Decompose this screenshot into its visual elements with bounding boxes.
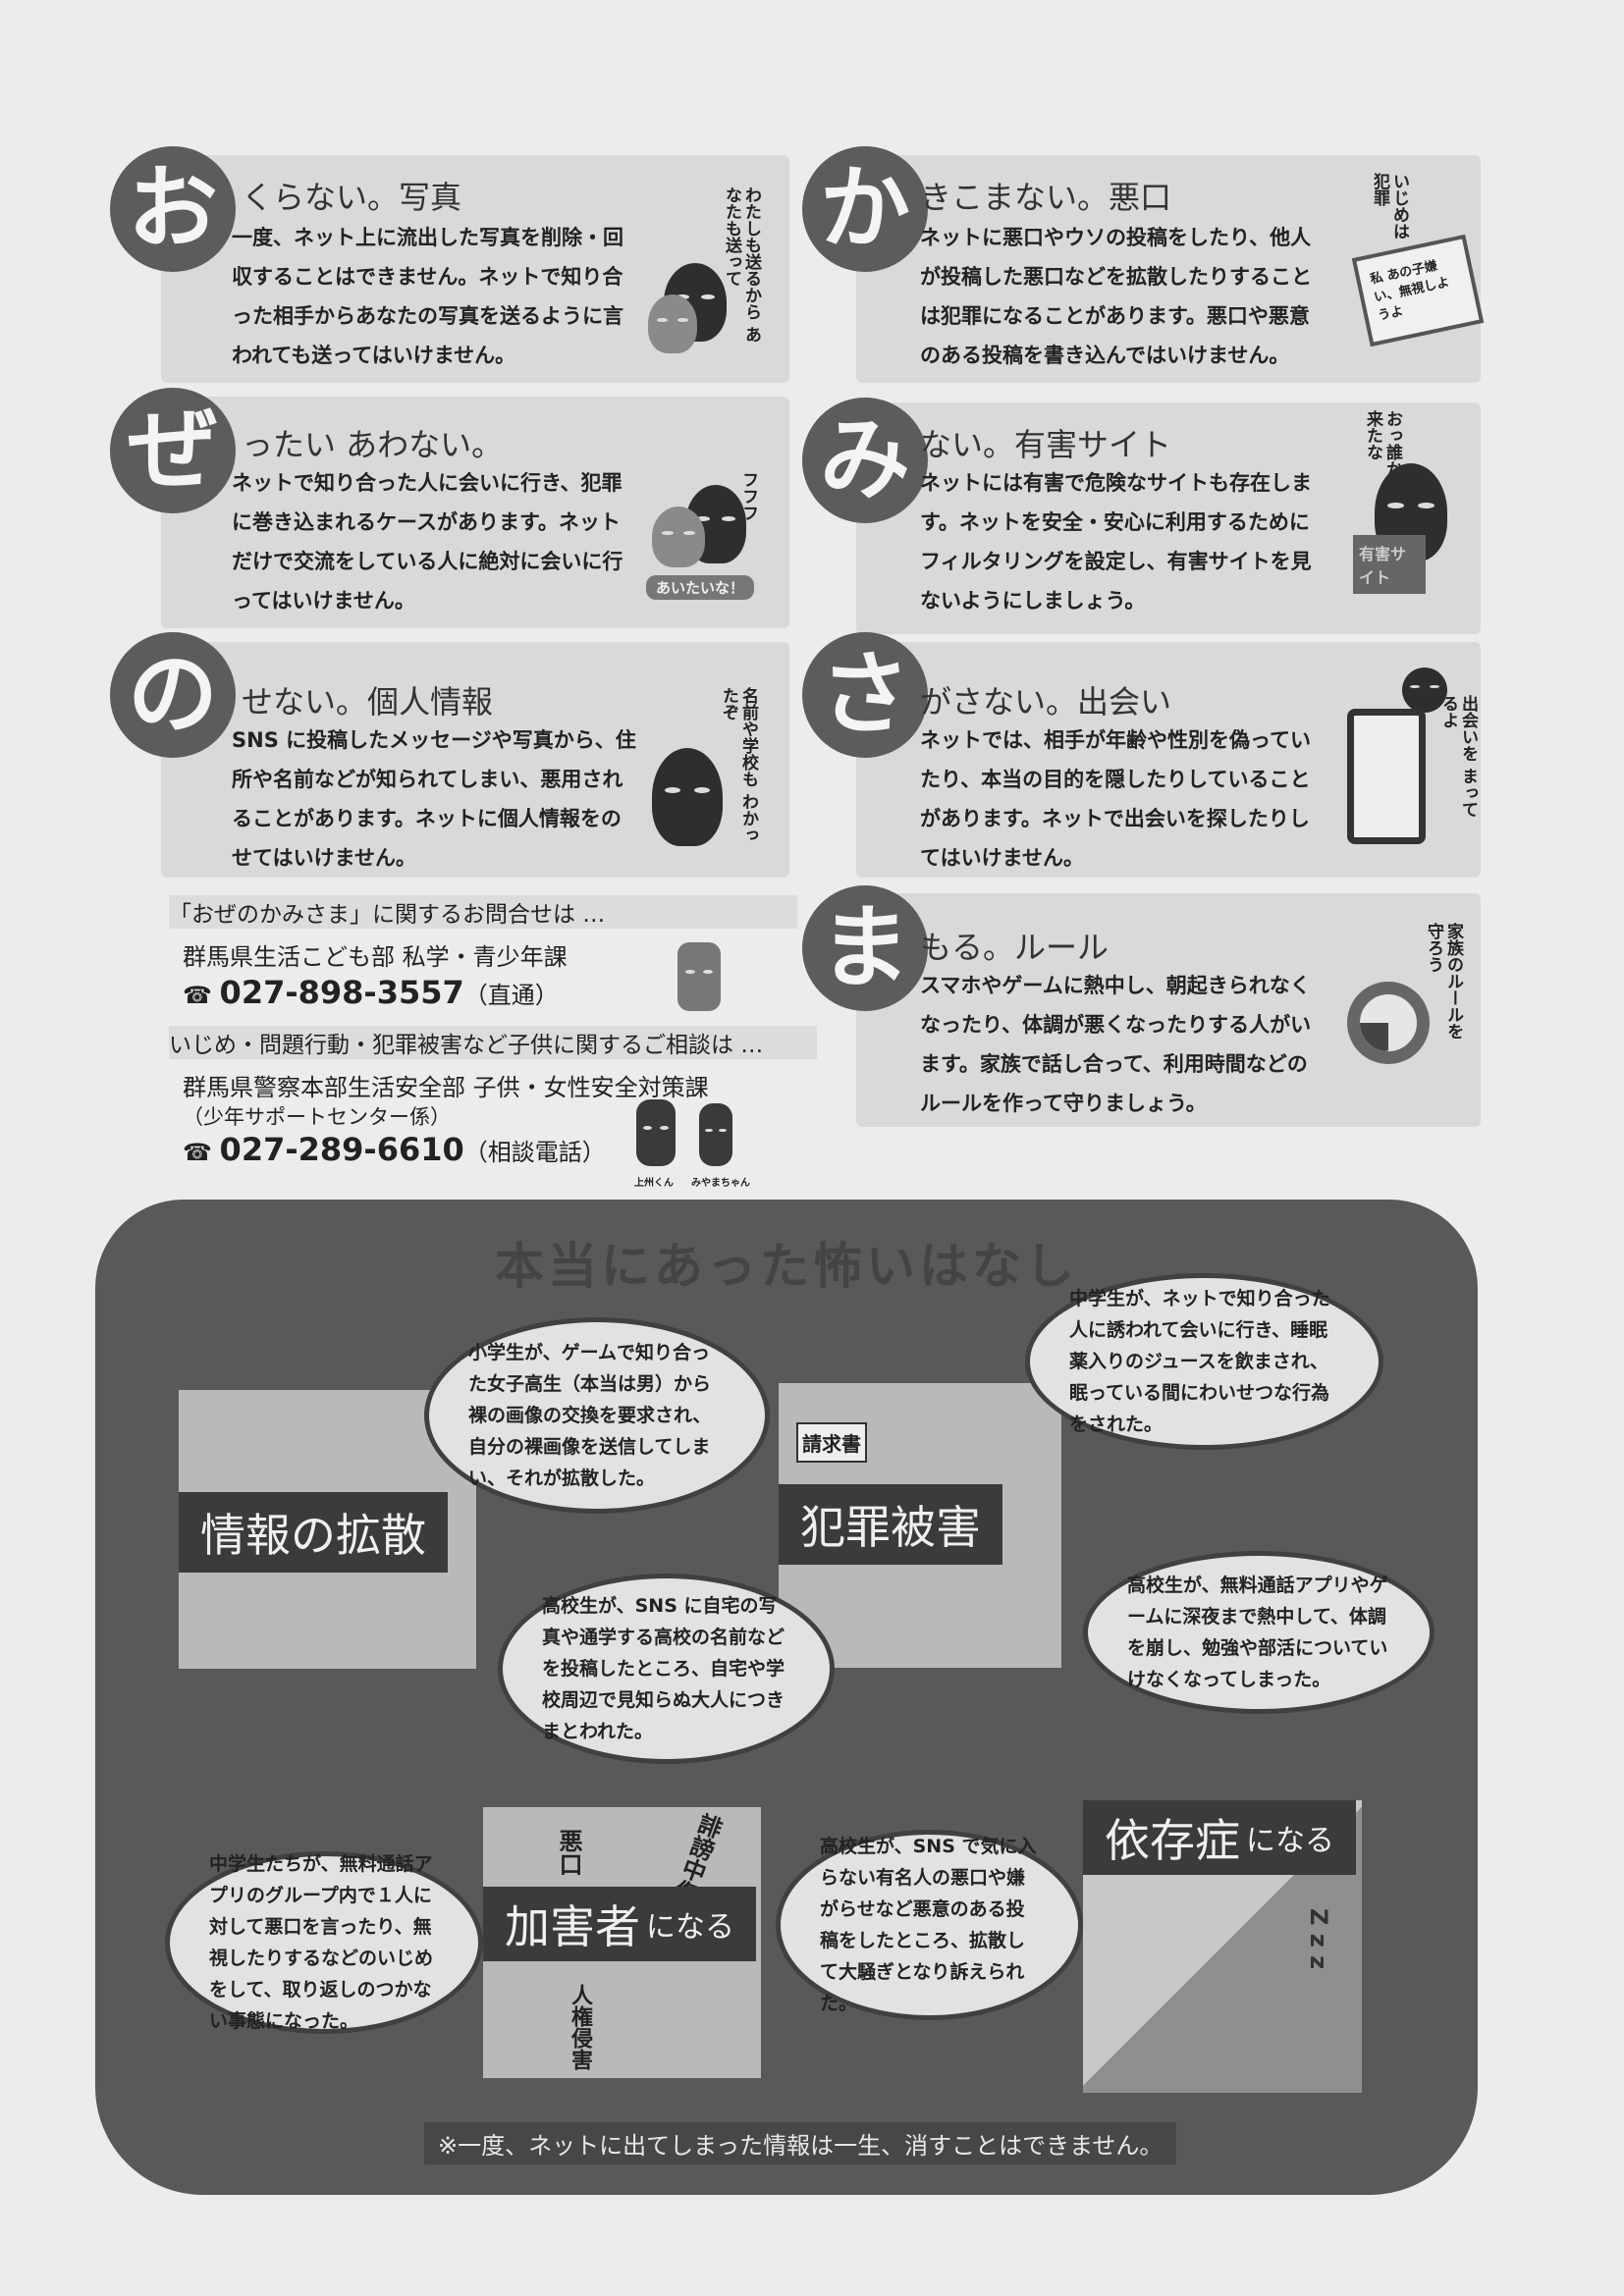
story-bubble: 高校生が、無料通話アプリやゲームに深夜まで熱中して、体調を崩し、勉強や部活につい… (1083, 1551, 1435, 1714)
phone-icon (1347, 709, 1426, 844)
clock-icon: 12 6 (1347, 982, 1430, 1064)
card-body: ネットには有害で危険なサイトも存在します。ネットを安全・安心に利用するためにフィ… (920, 471, 1312, 613)
tel-number[interactable]: 027-898-3557 (219, 974, 464, 1011)
story-text: 小学生が、ゲームで知り合った女子高生（本当は男）から裸の画像の交換を要求され、自… (468, 1342, 712, 1489)
story-text: 高校生が、無料通話アプリやゲームに深夜まで熱中して、体調を崩し、勉強や部活につい… (1127, 1575, 1388, 1690)
initial-badge: み (802, 398, 928, 523)
prop-label: 悪口 (555, 1829, 582, 1876)
stories-title: 本当にあった怖いはなし (495, 1238, 1078, 1295)
speech-caption: おっ誰か 来たな (1363, 410, 1402, 477)
police-mascot-icon (636, 1099, 676, 1166)
card-heading: くらない。写真 (242, 179, 462, 216)
card-body: ネットに悪口やウソの投稿をしたり、他人が投稿した悪口などを拡散したりすることは犯… (920, 226, 1312, 367)
contact-org-2-sub: （少年サポートセンター係） (183, 1105, 451, 1129)
tel-note: （直通） (463, 982, 559, 1009)
card-body: ネットでは、相手が年齢や性別を偽っていたり、本当の目的を隠したりしていることがあ… (920, 728, 1311, 870)
card-heading: もる。ルール (920, 929, 1110, 966)
contact-tel-1[interactable]: ☎ 027-898-3557（直通） (183, 974, 559, 1011)
tel-number[interactable]: 027-289-6610 (219, 1131, 464, 1168)
girl-figure-icon (648, 294, 697, 353)
section-label-suffix: になる (1246, 1824, 1334, 1858)
contact-intro-1: 「おぜのかみさま」に関するお問合せは … (169, 895, 797, 929)
speech-caption: わたしも送るから あなたも送って (722, 187, 761, 343)
contact-intro-2: いじめ・問題行動・犯罪被害など子供に関するご相談は … (169, 1026, 817, 1059)
contact-tel-2[interactable]: ☎ 027-289-6610（相談電話） (183, 1131, 606, 1168)
invoice-label: 請求書 (796, 1422, 867, 1463)
initial-badge: ま (802, 885, 928, 1011)
story-text: 高校生が、SNS で気に入らない有名人の悪口や嫌がらせなど悪意のある投稿をしたと… (820, 1836, 1037, 2014)
speech-caption: いじめは 犯罪 (1370, 173, 1409, 240)
speech-caption: 家族のルールを 守ろう (1424, 923, 1463, 1040)
card-body: 一度、ネット上に流出した写真を削除・回収することはできません。ネットで知り合った… (232, 226, 623, 367)
mascot-name: 上州くん (634, 1178, 674, 1189)
story-bubble: 中学生たちが、無料通話アプリのグループ内で１人に対して悪口を言ったり、無視したり… (165, 1851, 483, 2034)
section-label-addiction: 依存症になる (1083, 1800, 1356, 1875)
initial-badge: お (110, 146, 236, 272)
card-body: SNS に投稿したメッセージや写真から、住所や名前などが知られてしまい、悪用され… (232, 728, 636, 870)
stranger-figure-icon (652, 748, 723, 846)
stranger-figure-icon (1402, 667, 1447, 713)
initial-badge: ぜ (110, 388, 236, 513)
police-mascot-icon (699, 1103, 732, 1166)
card-heading: ない。有害サイト (920, 426, 1172, 463)
clock-label: 12 (1380, 982, 1393, 992)
story-bubble: 高校生が、SNS で気に入らない有名人の悪口や嫌がらせなど悪意のある投稿をしたと… (776, 1830, 1083, 2020)
footer-note: ※一度、ネットに出てしまった情報は一生、消すことはできません。 (424, 2122, 1177, 2164)
story-text: 中学生たちが、無料通話アプリのグループ内で１人に対して悪口を言ったり、無視したり… (209, 1853, 434, 2032)
contact-org-2: 群馬県警察本部生活安全部 子供・女性安全対策課 (183, 1074, 709, 1101)
sleep-zzz: Z z z (1305, 1908, 1332, 1970)
speech-caption: 出会いを まってるよ (1438, 695, 1478, 818)
initial-badge: の (110, 632, 236, 758)
speech-caption: 名前や学校も わかったぞ (719, 687, 758, 843)
section-label-text: 情報の拡散 (200, 1509, 426, 1562)
story-bubble: 高校生が、SNS に自宅の写真や通学する高校の名前などを投稿したところ、自宅や学… (498, 1574, 835, 1764)
card-heading: がさない。出会い (920, 683, 1172, 721)
phone-icon: ☎ (183, 982, 212, 1009)
section-label-suffix: になる (646, 1910, 734, 1945)
card-body: スマホやゲームに熱中し、朝起きられなくなったり、体調が悪くなったりする人がいます… (920, 974, 1312, 1115)
section-label-perpetrator: 加害者になる (483, 1887, 756, 1961)
story-text: 中学生が、ネットで知り合った人に誘われて会いに行き、睡眠薬入りのジュースを飲まさ… (1069, 1288, 1330, 1435)
clock-label: 6 (1384, 1049, 1391, 1060)
mascot-icon (677, 942, 721, 1011)
section-label-text: 加害者 (505, 1900, 640, 1953)
mascot-name: みやまちゃん (691, 1178, 750, 1189)
section-label-info-spread: 情報の拡散 (179, 1492, 448, 1573)
card-heading: ったい あわない。 (242, 426, 504, 463)
story-text: 高校生が、SNS に自宅の写真や通学する高校の名前などを投稿したところ、自宅や学… (542, 1595, 785, 1742)
phone-icon: ☎ (183, 1139, 212, 1166)
story-bubble: 中学生が、ネットで知り合った人に誘われて会いに行き、睡眠薬入りのジュースを飲まさ… (1025, 1273, 1383, 1450)
girl-figure-icon (652, 507, 705, 567)
section-label-text: 犯罪被害 (800, 1501, 981, 1554)
initial-badge: さ (802, 632, 928, 758)
phone-screen-text: 私 あの子嫌い、無視しようよ (1369, 258, 1451, 324)
story-bubble: 小学生が、ゲームで知り合った女子高生（本当は男）から裸の画像の交換を要求され、自… (424, 1317, 770, 1514)
section-label-text: 依存症 (1105, 1814, 1240, 1867)
section-label-crime-victim: 犯罪被害 (779, 1484, 1002, 1565)
card-body: ネットで知り合った人に会いに行き、犯罪に巻き込まれるケースがあります。ネットだけ… (232, 471, 623, 613)
prop-label: 人権侵害 (568, 1984, 592, 2070)
speech-badge: あいたいな！ (646, 575, 755, 600)
stories-panel: 本当にあった怖いはなし 情報の拡散 請求書 犯罪被害 悪口 誹謗中傷 人権侵害 … (95, 1200, 1478, 2195)
harmful-site-sign: 有害サイト (1353, 535, 1426, 594)
card-heading: せない。個人情報 (242, 683, 494, 721)
contact-org-1: 群馬県生活こども部 私学・青少年課 (183, 943, 568, 971)
tel-note: （相談電話） (463, 1139, 606, 1166)
card-heading: きこまない。悪口 (920, 179, 1172, 216)
initial-badge: か (802, 146, 928, 272)
